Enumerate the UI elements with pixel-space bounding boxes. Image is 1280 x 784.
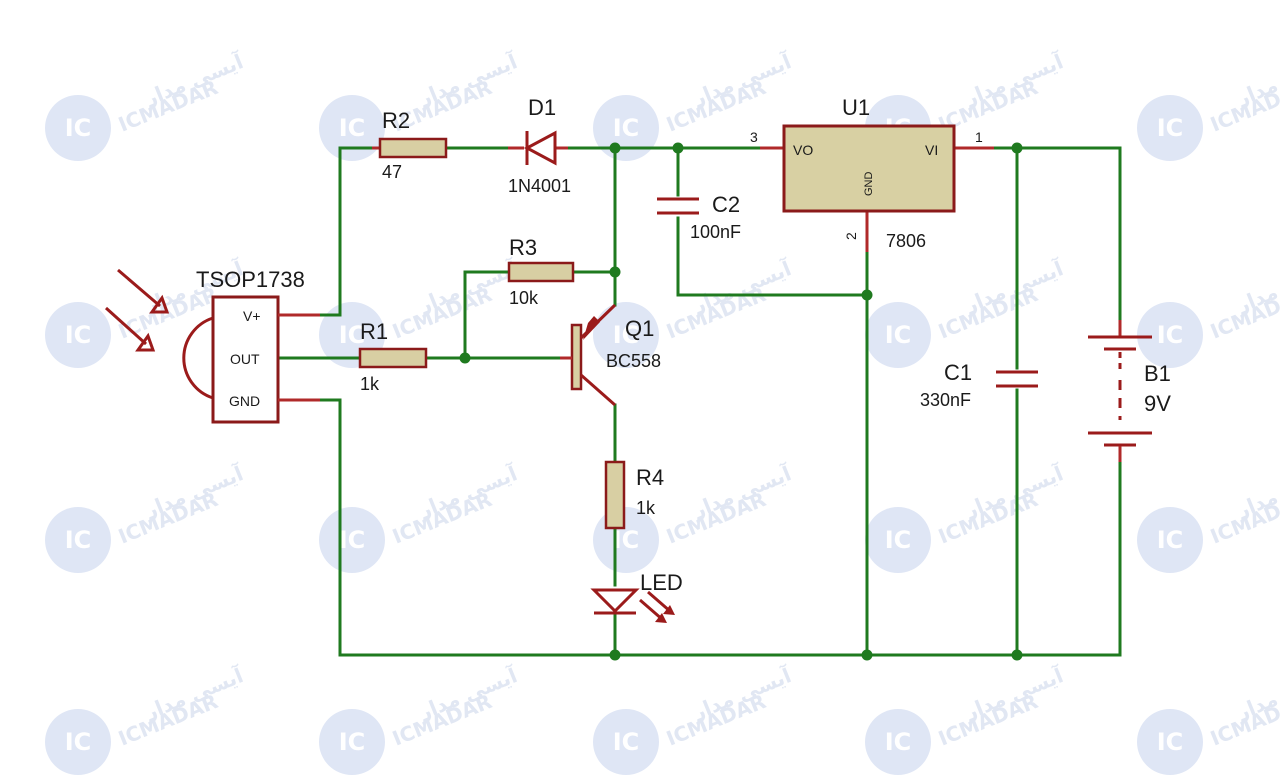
battery-b1: B1 9V — [1088, 320, 1171, 462]
r1-ref: R1 — [360, 319, 388, 344]
c2-value: 100nF — [690, 222, 741, 242]
r4-ref: R4 — [636, 465, 664, 490]
resistor-r1: R1 1k — [358, 319, 428, 394]
r3-ref: R3 — [509, 235, 537, 260]
svg-text:IC: IC — [885, 526, 912, 554]
u1-ref: U1 — [842, 95, 870, 120]
junctions — [459, 142, 1023, 661]
svg-text:IC: IC — [1157, 114, 1184, 142]
sensor-pin-gnd: GND — [229, 393, 260, 409]
svg-text:IC: IC — [613, 321, 640, 349]
svg-text:IC: IC — [339, 526, 366, 554]
d1-ref: D1 — [528, 95, 556, 120]
ir-sensor-tsop1738: TSOP1738 V+ OUT GND — [104, 267, 320, 424]
resistor-r3: R3 10k — [507, 235, 575, 308]
svg-text:IC: IC — [65, 321, 92, 349]
c2-ref: C2 — [712, 192, 740, 217]
sensor-ref: TSOP1738 — [196, 267, 305, 292]
b1-ref: B1 — [1144, 361, 1171, 386]
q1-ref: Q1 — [625, 316, 654, 341]
capacitor-c2: C2 100nF — [657, 192, 741, 242]
svg-text:IC: IC — [339, 321, 366, 349]
c1-value: 330nF — [920, 390, 971, 410]
led: LED — [590, 570, 683, 623]
d1-value: 1N4001 — [508, 176, 571, 196]
svg-text:IC: IC — [65, 526, 92, 554]
svg-text:IC: IC — [885, 728, 912, 756]
svg-text:IC: IC — [1157, 526, 1184, 554]
resistor-r2: R2 47 — [372, 108, 448, 182]
svg-text:IC: IC — [1157, 728, 1184, 756]
svg-text:IC: IC — [339, 728, 366, 756]
svg-text:IC: IC — [65, 728, 92, 756]
capacitor-c1: C1 330nF — [920, 360, 1038, 410]
sensor-pin-vplus: V+ — [243, 308, 261, 324]
svg-text:IC: IC — [65, 114, 92, 142]
transistor-q1: Q1 BC558 — [560, 303, 661, 407]
r1-value: 1k — [360, 374, 380, 394]
svg-text:IC: IC — [339, 114, 366, 142]
u1-pin-vo: VO — [793, 142, 813, 158]
u1-value: 7806 — [886, 231, 926, 251]
resistor-r4: R4 1k — [604, 460, 664, 530]
r2-value: 47 — [382, 162, 402, 182]
wires — [276, 146, 1122, 657]
c1-ref: C1 — [944, 360, 972, 385]
svg-text:IC: IC — [1157, 321, 1184, 349]
regulator-u1: U1 VO VI GND 3 1 2 7806 — [750, 95, 994, 252]
q1-value: BC558 — [606, 351, 661, 371]
svg-text:IC: IC — [885, 321, 912, 349]
diode-d1: D1 1N4001 — [508, 95, 571, 196]
svg-text:IC: IC — [613, 526, 640, 554]
sensor-pin-out: OUT — [230, 351, 260, 367]
svg-text:IC: IC — [613, 728, 640, 756]
b1-value: 9V — [1144, 391, 1171, 416]
u1-pin-vi: VI — [925, 142, 938, 158]
r3-value: 10k — [509, 288, 539, 308]
svg-text:IC: IC — [613, 114, 640, 142]
led-ref: LED — [640, 570, 683, 595]
r2-ref: R2 — [382, 108, 410, 133]
u1-pin1-num: 1 — [975, 129, 983, 145]
u1-pin3-num: 3 — [750, 129, 758, 145]
r4-value: 1k — [636, 498, 656, 518]
u1-pin-gnd: GND — [863, 172, 875, 197]
u1-pin2-num: 2 — [843, 232, 859, 240]
